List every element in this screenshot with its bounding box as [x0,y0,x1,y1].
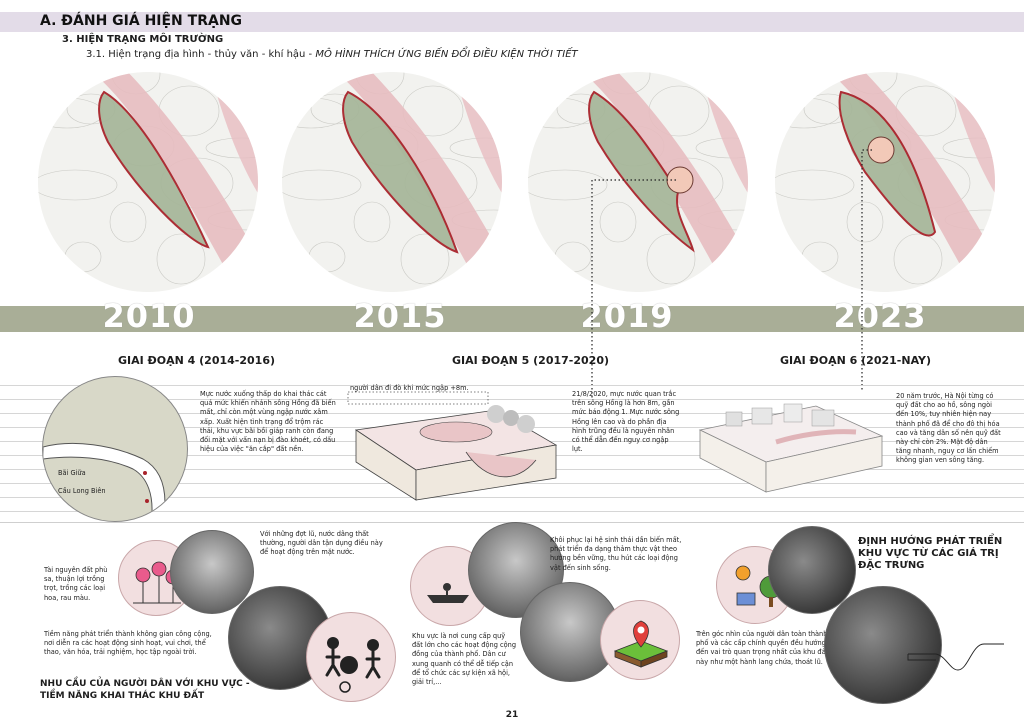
leader-lines [591,149,872,400]
label-cau-long-bien: Cầu Long Biên [58,487,106,495]
map-2010 [38,72,258,292]
subsection-title: 3.1. Hiện trạng địa hình - thủy văn - kh… [86,49,578,60]
phase-6-heading: GIAI ĐOẠN 6 (2021-NAY) [780,354,932,367]
label-bai-giua: Bãi Giữa [58,469,86,477]
terrain-map-icon [38,72,258,292]
text-flood-activity: Với những đợt lũ, nước dâng thất thường,… [260,530,383,557]
year-2023: 2023 [833,297,927,335]
subsection-prefix: 3.1. Hiện trạng địa hình - thủy văn - kh… [86,49,316,60]
year-2019: 2019 [580,297,674,335]
phase-5-text: 21/8/2020, mực nước quan trắc trên sông … [572,390,680,454]
map-2023 [775,72,995,292]
text-soil: Tài nguyên đất phù sa, thuận lợi trồng t… [44,566,108,602]
location-pin-icon [600,600,680,680]
urban-block-icon [698,403,884,493]
page-title: A. ĐÁNH GIÁ HIỆN TRẠNG [40,13,243,29]
phase-4-map [42,376,188,522]
heading-orientation: ĐỊNH HƯỚNG PHÁT TRIỂN KHU VỰC TỪ CÁC GIÁ… [858,536,1003,571]
phase-6-text: 20 năm trước, Hà Nội từng có quỹ đất cho… [896,392,1001,465]
year-2010: 2010 [102,297,196,335]
terrain-map-icon [282,72,502,292]
page-number: 21 [505,710,519,720]
map-2015 [282,72,502,292]
timeline-band [0,306,1024,332]
header-band [0,12,1024,32]
text-community-land: Khu vực là nơi cung cấp quỹ đất lớn cho … [412,632,517,687]
section-title: 3. HIỆN TRẠNG MÔI TRƯỜNG [62,34,224,45]
heading-needs: NHU CẦU CỦA NGƯỜI DÂN VỚI KHU VỰC - TIỀM… [40,679,250,701]
flower-field-photo [170,530,254,614]
wetland-photo [768,526,856,614]
map-2019 [528,72,748,292]
section-profile-icon [907,643,1004,671]
text-public-space: Tiềm năng phát triển thành không gian cô… [44,630,212,657]
subsection-italic: MÔ HÌNH THÍCH ỨNG BIẾN ĐỔI ĐIỀU KIỆN THỜ… [315,49,578,60]
phase-4-text: Mực nước xuống thấp do khai thác cát quá… [200,390,336,454]
phase-5-heading: GIAI ĐOẠN 5 (2017-2020) [452,354,610,367]
terrain-map-icon [775,72,995,292]
football-icon [306,612,396,702]
canal-photo [824,586,942,704]
river-icon [43,442,166,521]
terrain-map-icon [528,72,748,292]
year-2015: 2015 [353,297,447,335]
phase-5-block-caption: người dân đi đò khi mức ngập +8m. [350,384,469,392]
phase-4-heading: GIAI ĐOẠN 4 (2014-2016) [118,354,276,367]
text-ecosystem: Khôi phục lại hệ sinh thái dần biến mất,… [550,536,682,572]
text-flood-corridor: Trên góc nhìn của người dân toàn thành p… [696,630,829,666]
terrain-block-icon [347,391,558,501]
